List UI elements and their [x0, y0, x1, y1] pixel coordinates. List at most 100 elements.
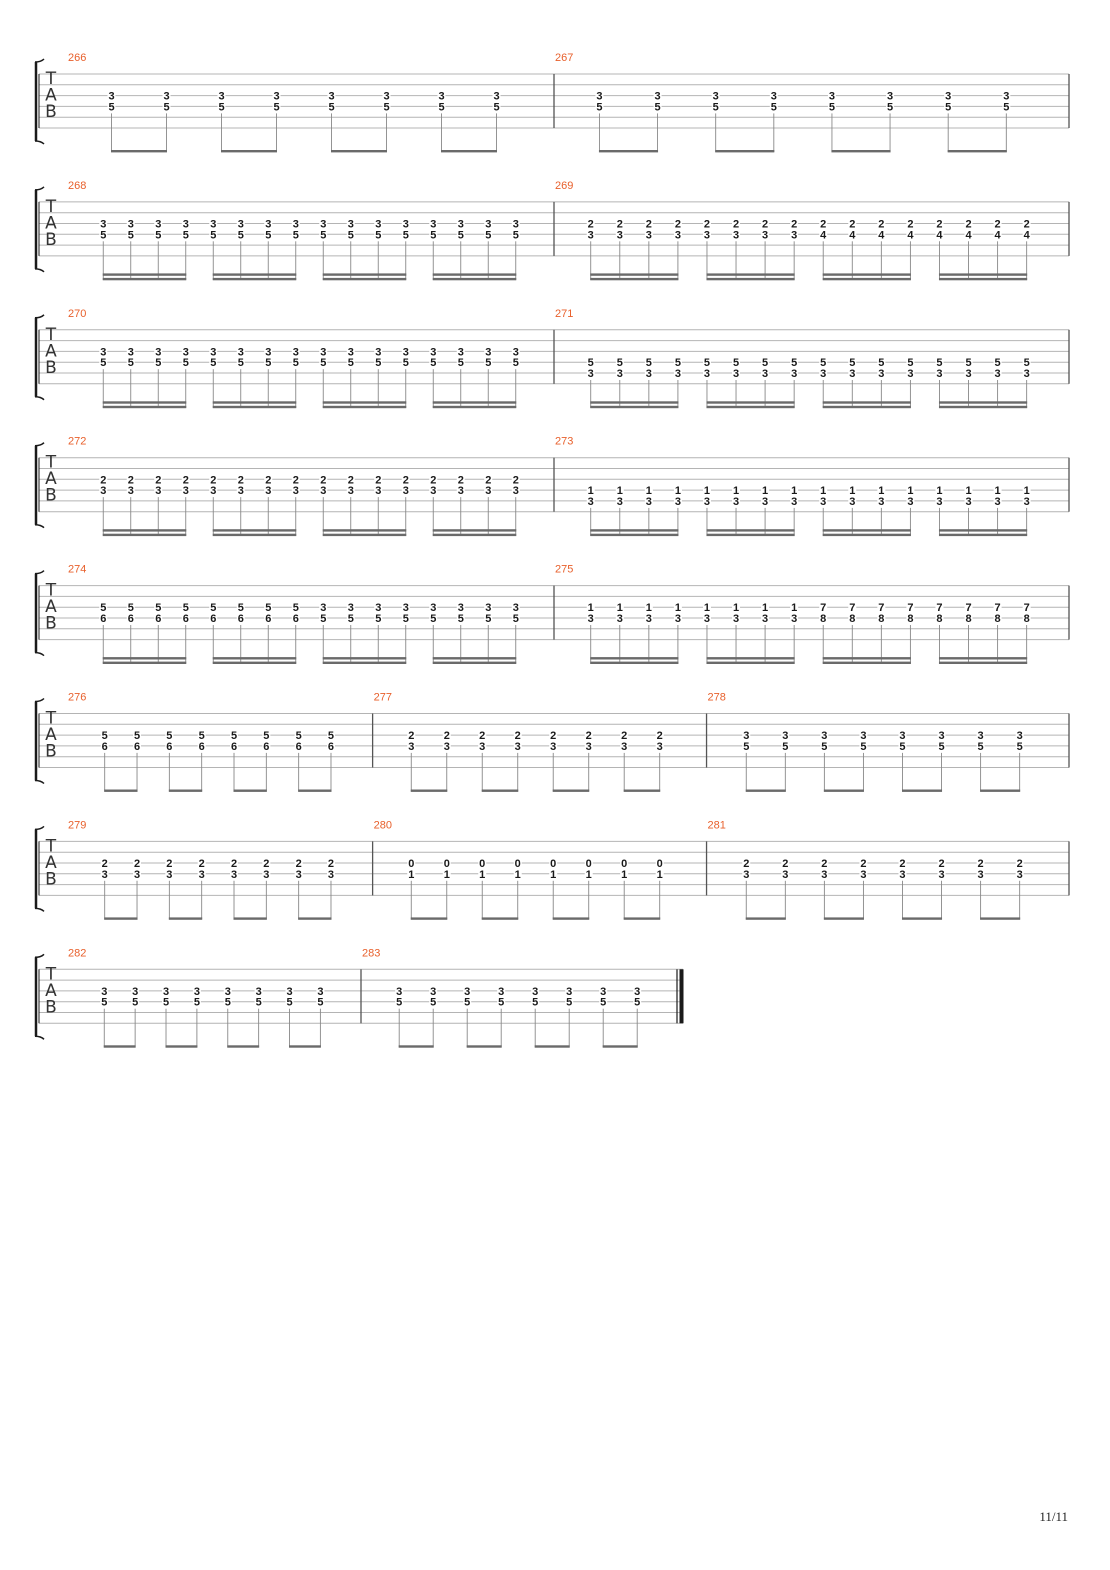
beam	[410, 917, 448, 920]
fret-number-mask	[859, 730, 868, 741]
beam	[831, 150, 891, 153]
fret-number: 5	[860, 741, 866, 753]
fret-number-mask	[463, 985, 472, 996]
fret-number: 3	[210, 346, 216, 358]
fret-number: 3	[586, 741, 592, 753]
fret-number-mask	[937, 868, 946, 879]
fret-number: 1	[820, 485, 826, 497]
fret-number: 5	[256, 997, 262, 1009]
fret-number: 5	[166, 730, 172, 742]
fret-number-mask	[374, 613, 383, 623]
beam	[432, 273, 517, 276]
fret-number-mask	[99, 229, 108, 240]
fret-number: 5	[485, 357, 491, 369]
fret-number-mask	[761, 613, 770, 623]
fret-number: 3	[296, 869, 302, 881]
fret-number: 3	[657, 741, 663, 753]
fret-number-mask	[209, 602, 218, 613]
fret-number: 3	[256, 986, 262, 998]
fret-number-mask	[586, 485, 595, 496]
fret-number-mask	[429, 229, 438, 240]
fret-number-mask	[264, 346, 273, 357]
beam	[233, 917, 267, 920]
fret-number: 3	[348, 219, 354, 231]
beam	[715, 150, 775, 153]
beam	[623, 789, 661, 792]
tab-clef-letter: A	[45, 469, 57, 489]
measure-number: 273	[555, 436, 573, 448]
fret-number-mask	[820, 730, 829, 741]
fret-number-mask	[484, 602, 493, 613]
measure-number: 275	[555, 564, 573, 576]
fret-number: 5	[238, 602, 244, 614]
fret-number: 5	[430, 357, 436, 369]
fret-number: 3	[762, 613, 768, 625]
fret-number: 7	[849, 602, 855, 614]
fret-number-mask	[395, 985, 404, 996]
beam	[745, 917, 786, 920]
fret-number: 5	[430, 997, 436, 1009]
fret-number-mask	[1022, 613, 1031, 623]
measure-number: 269	[555, 180, 573, 192]
fret-number: 1	[791, 485, 797, 497]
fret-number-mask	[154, 229, 163, 240]
fret-number: 8	[995, 613, 1001, 625]
fret-number-mask	[181, 602, 190, 613]
fret-number-mask	[217, 101, 226, 112]
fret-number-mask	[181, 613, 190, 623]
fret-number-mask	[655, 858, 664, 868]
fret-number-mask	[165, 740, 174, 751]
fret-number-mask	[906, 495, 915, 506]
fret-number: 7	[1024, 602, 1030, 614]
fret-number-mask	[327, 90, 336, 101]
fret-number-mask	[964, 495, 973, 506]
fret-number: 2	[183, 474, 189, 486]
beam	[102, 533, 187, 537]
fret-number: 5	[101, 997, 107, 1009]
fret-number: 3	[646, 368, 652, 380]
fret-number: 2	[588, 219, 594, 231]
tab-clef-letter: B	[45, 230, 57, 250]
fret-number-mask	[131, 985, 140, 996]
beam	[322, 657, 407, 660]
beam	[980, 917, 1021, 920]
fret-number: 3	[617, 229, 623, 241]
beam	[322, 533, 407, 537]
fret-number: 5	[383, 101, 389, 113]
system-bracket-top-hook	[34, 442, 45, 447]
fret-number: 3	[860, 730, 866, 742]
fret-number: 3	[383, 91, 389, 103]
fret-number: 3	[317, 986, 323, 998]
measure-number: 270	[68, 308, 86, 320]
fret-number-mask	[620, 740, 629, 751]
fret-number-mask	[429, 996, 438, 1007]
beam	[901, 917, 943, 920]
fret-number-mask	[154, 474, 163, 485]
fret-number-mask	[197, 730, 206, 741]
fret-number-mask	[964, 229, 973, 240]
fret-number-mask	[511, 474, 520, 485]
fret-number-mask	[964, 602, 973, 613]
fret-number: 5	[183, 229, 189, 241]
fret-number-mask	[819, 229, 828, 240]
fret-number: 5	[600, 997, 606, 1009]
fret-number-mask	[401, 218, 410, 229]
fret-number: 3	[588, 229, 594, 241]
fret-number: 2	[293, 474, 299, 486]
fret-number: 3	[907, 496, 913, 508]
beam	[706, 529, 795, 532]
measure-number: 267	[555, 52, 573, 64]
fret-number-mask	[456, 229, 465, 240]
fret-number: 5	[646, 357, 652, 369]
fret-number-mask	[615, 357, 624, 368]
fret-number-mask	[294, 730, 303, 741]
fret-number-mask	[644, 218, 653, 229]
fret-number: 3	[183, 219, 189, 231]
beam	[102, 273, 187, 276]
fret-number: 3	[566, 986, 572, 998]
measure-number: 281	[708, 819, 726, 831]
fret-number: 3	[899, 869, 905, 881]
fret-number-mask	[859, 858, 868, 868]
beam	[938, 529, 1028, 532]
beam	[432, 277, 517, 281]
